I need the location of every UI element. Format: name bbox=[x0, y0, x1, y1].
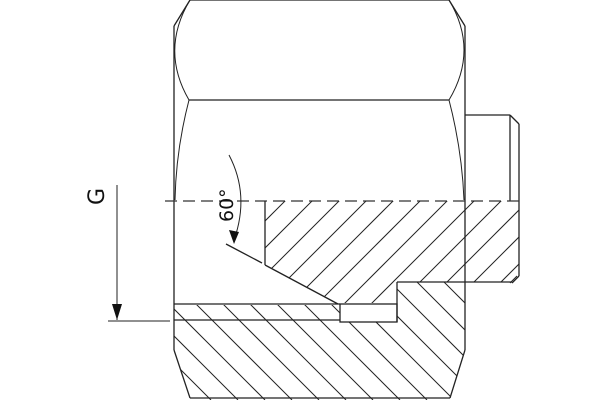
cone-angle-label: 60° bbox=[216, 188, 238, 222]
thread-band bbox=[174, 303, 398, 323]
spigot bbox=[465, 114, 520, 284]
upper-section-hatch bbox=[265, 201, 519, 303]
lower-section-hatch bbox=[174, 282, 465, 400]
bottom-outline bbox=[173, 349, 466, 399]
thread-dimension: G bbox=[85, 185, 170, 322]
cone-angle-dimension: 60° bbox=[216, 154, 242, 244]
hex-nut-body bbox=[173, 0, 466, 350]
thread-dimension-label: G bbox=[85, 188, 110, 205]
